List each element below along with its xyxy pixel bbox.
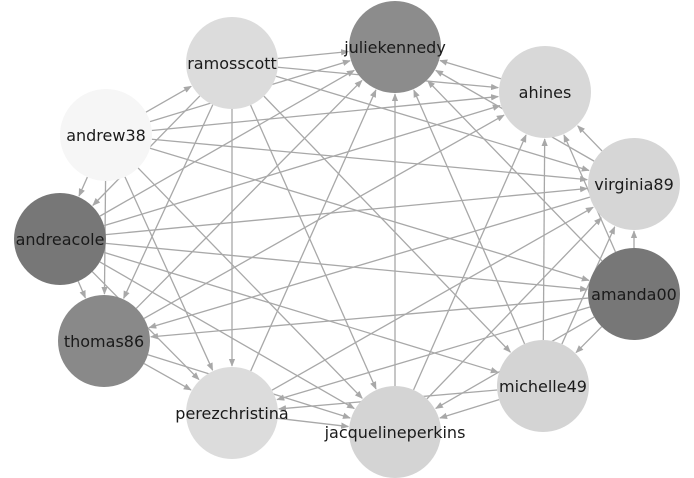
edge-amanda00-to-perezchristina — [276, 306, 591, 401]
edge-andreacole-to-ahines — [103, 104, 501, 227]
node-label-amanda00: amanda00 — [591, 285, 677, 304]
edge-andreacole-to-amanda00 — [105, 242, 589, 293]
label-layer: juliekennedy ahines virginia89 amanda00 mich… — [16, 38, 677, 442]
node-label-ahines: ahines — [519, 83, 572, 102]
edge-andrew38-to-ahines — [151, 94, 500, 132]
edge-andreacole-to-thomas86 — [77, 280, 86, 299]
edge-perezchristina-to-juliekennedy — [250, 89, 377, 372]
edge-thomas86-to-juliekennedy — [135, 79, 363, 309]
node-label-thomas86: thomas86 — [64, 332, 144, 351]
edge-virginia89-to-ahines — [577, 125, 603, 152]
edge-andreacole-to-virginia89 — [105, 185, 589, 236]
edge-ramosscott-to-virginia89 — [275, 75, 590, 172]
edge-ramosscott-to-jacquelineperkins — [249, 104, 377, 390]
node-label-andreacole: andreacole — [16, 230, 105, 249]
node-juliekennedy — [349, 1, 441, 93]
edge-michelle49-to-jacquelineperkins — [439, 399, 500, 419]
edge-thomas86-to-ahines — [143, 114, 505, 319]
edge-andreacole-to-juliekennedy — [99, 69, 355, 217]
node-label-michelle49: michelle49 — [499, 377, 587, 396]
node-amanda00 — [588, 248, 680, 340]
edge-ahines-to-juliekennedy — [439, 59, 502, 80]
edge-andreacole-to-jacquelineperkins — [99, 261, 355, 410]
edge-virginia89-to-thomas86 — [148, 196, 591, 329]
edge-layer — [77, 49, 638, 429]
edge-michelle49-to-virginia89 — [561, 226, 616, 345]
node-label-andrew38: andrew38 — [66, 126, 146, 145]
node-michelle49 — [497, 340, 589, 432]
node-ramosscott — [186, 17, 278, 109]
edge-ramosscott-to-juliekennedy — [277, 49, 350, 60]
edge-thomas86-to-perezchristina — [143, 362, 192, 391]
node-andreacole — [14, 193, 106, 285]
edge-perezchristina-to-virginia89 — [271, 206, 594, 391]
node-virginia89 — [588, 138, 680, 230]
node-jacquelineperkins — [349, 386, 441, 478]
edge-michelle49-to-juliekennedy — [413, 89, 526, 345]
edge-ramosscott-to-thomas86 — [123, 104, 214, 300]
node-label-perezchristina: perezchristina — [175, 404, 288, 423]
edge-ramosscott-to-michelle49 — [263, 95, 511, 353]
edge-andrew38-to-virginia89 — [151, 138, 588, 183]
node-label-virginia89: virginia89 — [594, 175, 674, 194]
edge-jacquelineperkins-to-ahines — [412, 134, 527, 391]
node-label-ramosscott: ramosscott — [187, 54, 277, 73]
node-perezchristina — [186, 367, 278, 459]
edge-amanda00-to-thomas86 — [150, 297, 589, 340]
edge-andrew38-to-andreacole — [78, 176, 88, 197]
edge-andrew38-to-perezchristina — [124, 176, 214, 371]
edge-jacquelineperkins-to-virginia89 — [426, 217, 602, 400]
edge-amanda00-to-juliekennedy — [427, 80, 603, 262]
edge-michelle49-to-ahines — [541, 138, 548, 341]
node-andrew38 — [60, 89, 152, 181]
edge-andrew38-to-amanda00 — [149, 147, 590, 282]
edge-andreacole-to-michelle49 — [103, 251, 499, 374]
edge-andrew38-to-ramosscott — [145, 85, 192, 113]
edge-perezchristina-to-jacquelineperkins — [277, 417, 350, 429]
node-label-jacquelineperkins: jacquelineperkins — [324, 423, 466, 442]
edge-amanda00-to-michelle49 — [575, 326, 603, 354]
node-thomas86 — [58, 295, 150, 387]
node-label-juliekennedy: juliekennedy — [343, 38, 446, 57]
node-ahines — [499, 46, 591, 138]
node-layer — [14, 1, 680, 478]
